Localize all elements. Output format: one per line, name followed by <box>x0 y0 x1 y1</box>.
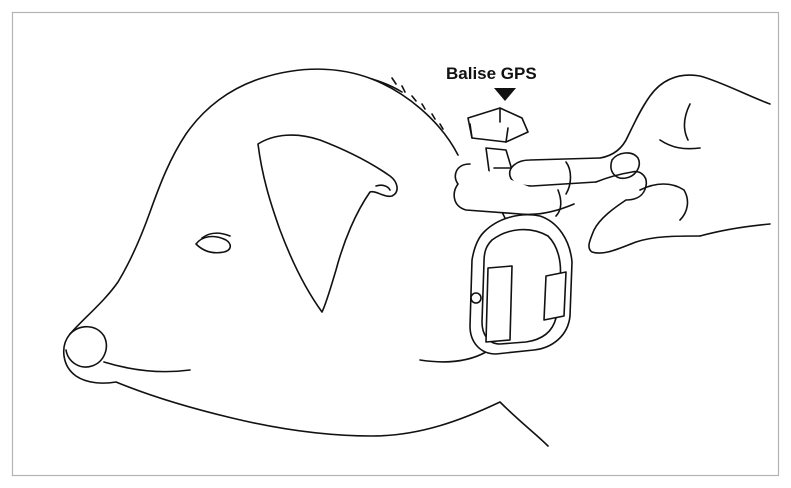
dog-mouth <box>104 362 190 372</box>
dog-ear <box>258 135 397 312</box>
callout-arrow-down-icon <box>494 88 516 101</box>
callout-label: Balise GPS <box>446 64 537 83</box>
gps-device-band <box>486 266 512 342</box>
knuckle-lines <box>640 104 700 220</box>
dog-eye <box>196 237 230 253</box>
callout: Balise GPS <box>446 64 537 101</box>
dog-ear-fold <box>376 185 390 190</box>
thumb <box>589 172 700 253</box>
collar-strap-lower <box>420 352 486 362</box>
dog-neck-fur <box>372 78 443 129</box>
gps-collar <box>420 108 572 362</box>
hand-wrist-lower <box>700 224 770 236</box>
gps-device-button <box>471 293 481 303</box>
index-finger <box>510 158 600 186</box>
collar-antenna-cap <box>468 108 528 142</box>
gps-device-band-right <box>544 272 566 320</box>
dog-nose <box>66 327 106 367</box>
